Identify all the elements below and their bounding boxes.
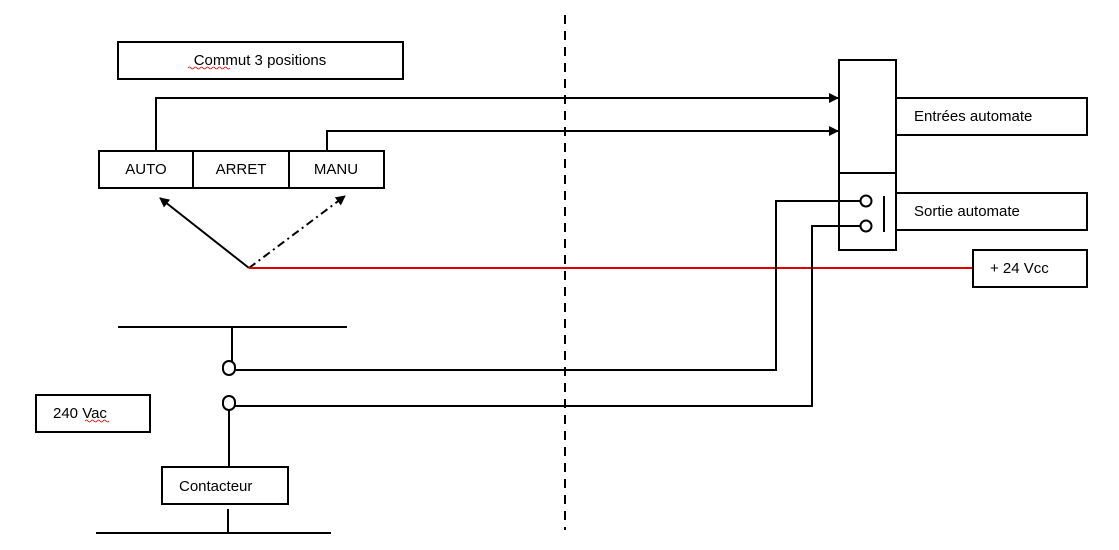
output-contact-terminal-1	[859, 194, 873, 208]
position-arret: ARRET	[216, 161, 267, 178]
plc-inputs-box: Entrées automate	[895, 97, 1088, 136]
lever-dashed-arrow	[248, 195, 346, 269]
auto-to-input-wire	[155, 93, 839, 151]
plc-block	[838, 59, 897, 251]
manu-to-input-wire	[326, 126, 839, 151]
switch-positions: AUTO ARRET MANU	[98, 150, 385, 189]
contactor-box: Contacteur	[161, 466, 289, 505]
plc-output-box: Sortie automate	[895, 192, 1088, 231]
position-auto: AUTO	[125, 161, 166, 178]
output-wire-1	[235, 200, 860, 371]
lever-solid-arrow	[159, 197, 250, 269]
switch-title-label: Commut 3 positions	[194, 52, 327, 69]
plc-output-label: Sortie automate	[914, 203, 1020, 220]
switch-title-box: Commut 3 positions	[117, 41, 404, 80]
contactor-label: Contacteur	[179, 478, 252, 495]
ac-terminal-1	[222, 360, 236, 376]
dc-supply-box: + 24 Vcc	[972, 249, 1088, 288]
ac-terminal-2	[222, 395, 236, 411]
dc-supply-label: + 24 Vcc	[990, 260, 1049, 277]
ac-supply-box: 240 Vac	[35, 394, 151, 433]
ac-supply-label: 240 Vac	[53, 405, 107, 422]
output-contact-terminal-2	[859, 219, 873, 233]
output-wire-2	[235, 225, 860, 407]
position-manu: MANU	[314, 161, 358, 178]
plc-inputs-label: Entrées automate	[914, 108, 1032, 125]
